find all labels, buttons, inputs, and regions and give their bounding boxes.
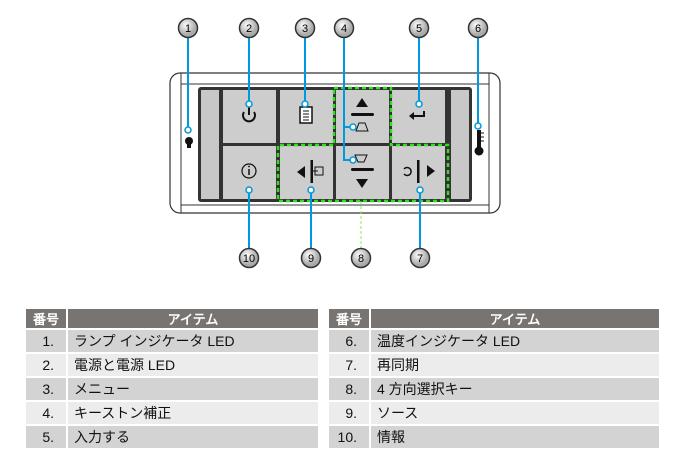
source-left-icon [297,160,324,183]
row-number: 8. [329,376,371,400]
info-icon [241,163,257,179]
table-row: 9.ソース [329,400,659,424]
callout-number-9: 9 [308,253,314,265]
enter-icon [409,111,425,120]
table-row: 1.ランプ インジケータ LED [26,328,318,352]
callout-markers: 1 2 3 4 5 6 7 8 9 10 [177,17,489,269]
row-item: 入力する [68,424,318,448]
callout-circle-8 [350,247,372,269]
callout-circle-2 [238,17,260,39]
row-number: 2. [26,352,68,376]
callout-number-10: 10 [243,253,255,265]
callout-number-3: 3 [302,23,308,35]
row-item: メニュー [68,376,318,400]
header-item: アイテム [371,309,659,328]
table-row: 8.4 方向選択キー [329,376,659,400]
power-icon [242,107,256,123]
legend-table-right: 番号アイテム 6.温度インジケータ LED 7.再同期 8.4 方向選択キー 9… [329,309,659,448]
row-item: 4 方向選択キー [371,376,659,400]
header-number: 番号 [329,309,371,328]
table-row: 3.メニュー [26,376,318,400]
keystone-up-icon [351,98,374,132]
callout-circle-10 [238,247,260,269]
row-number: 10. [329,424,371,448]
row-number: 4. [26,400,68,424]
callout-number-6: 6 [475,23,481,35]
callout-circle-6 [467,17,489,39]
callout-circle-7 [409,247,431,269]
row-number: 5. [26,424,68,448]
table-row: 5.入力する [26,424,318,448]
row-number: 6. [329,328,371,352]
temperature-led-icon [474,130,484,156]
callout-number-4: 4 [341,23,347,35]
row-item: キーストン補正 [68,400,318,424]
table-row: 2.電源と電源 LED [26,352,318,376]
callout-lines [187,35,479,250]
row-number: 9. [329,400,371,424]
callout-number-7: 7 [417,253,423,265]
source-left-button[interactable] [280,146,333,199]
control-panel-diagram: 1 2 3 4 5 6 7 8 9 10 [169,17,501,269]
callout-dots [184,100,482,194]
left-filler [201,90,219,199]
table-row: 10.情報 [329,424,659,448]
callout-circle-5 [408,17,430,39]
header-number: 番号 [26,309,68,328]
callout-circle-9 [300,247,322,269]
row-number: 1. [26,328,68,352]
row-item: 電源と電源 LED [68,352,318,376]
callout-circle-3 [294,17,316,39]
row-item: 温度インジケータ LED [371,328,659,352]
header-item: アイテム [68,309,318,328]
table-row: 4.キーストン補正 [26,400,318,424]
row-item: 情報 [371,424,659,448]
four-way-highlight [276,86,450,203]
row-number: 3. [26,376,68,400]
row-item: ソース [371,400,659,424]
keystone-down-icon [351,154,374,188]
table-row: 6.温度インジケータ LED [329,328,659,352]
callout-circle-4 [333,17,355,39]
callout-number-8: 8 [358,253,364,265]
row-number: 7. [329,352,371,376]
callout-number-1: 1 [185,23,191,35]
legend-table-left: 番号アイテム 1.ランプ インジケータ LED 2.電源と電源 LED 3.メニ… [26,309,318,448]
callout-circle-1 [177,17,199,39]
lamp-led-icon [185,137,193,148]
row-item: 再同期 [371,352,659,376]
callout-number-5: 5 [416,23,422,35]
row-item: ランプ インジケータ LED [68,328,318,352]
resync-right-icon [403,160,435,183]
right-filler [451,90,469,199]
table-row: 7.再同期 [329,352,659,376]
callout-number-2: 2 [246,23,252,35]
menu-icon [299,106,313,124]
